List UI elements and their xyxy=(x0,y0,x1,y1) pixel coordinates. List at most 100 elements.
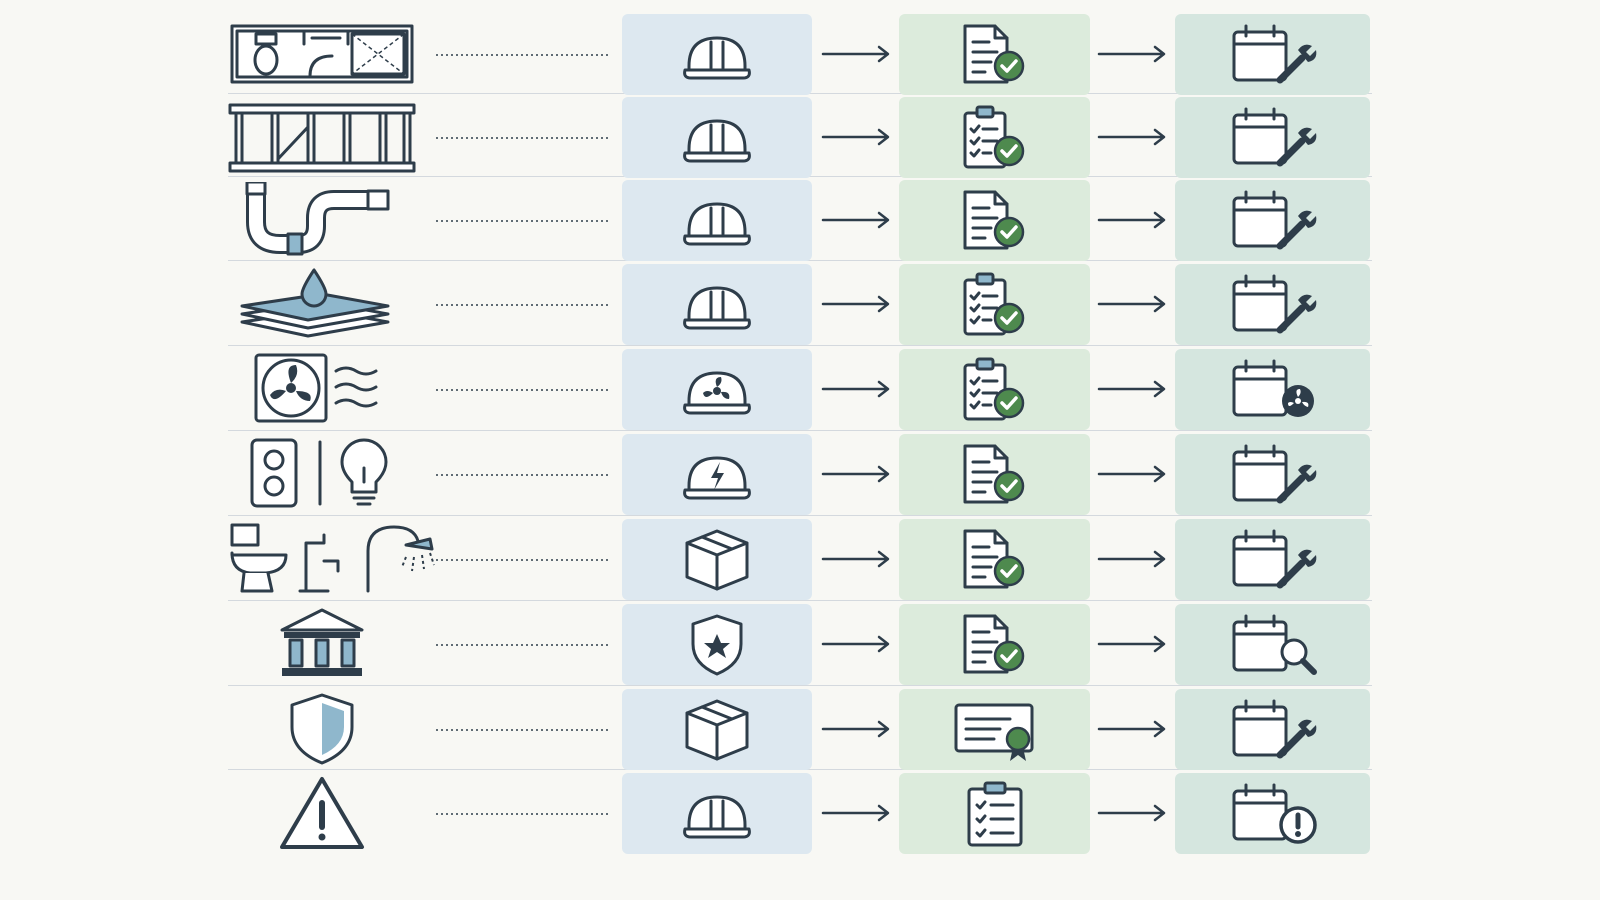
arrow-right-icon xyxy=(821,801,893,825)
exhaust-fan-icon xyxy=(254,353,378,423)
workflow-row xyxy=(228,773,1372,854)
category-icon-cell xyxy=(228,606,458,682)
shield-icon xyxy=(290,693,354,765)
category-icon-cell xyxy=(228,691,458,767)
arrow-right-icon xyxy=(1097,377,1169,401)
dotted-connector xyxy=(436,220,836,222)
schedule-cell xyxy=(1175,14,1370,95)
document-cell xyxy=(899,264,1090,345)
document-check-icon xyxy=(963,529,1024,588)
arrow-right-icon xyxy=(1097,462,1169,486)
dotted-connector xyxy=(436,729,836,731)
arrow-right-icon xyxy=(1097,42,1169,66)
arrow-right-icon xyxy=(821,377,893,401)
workflow-row xyxy=(228,264,1372,345)
wall-framing-icon xyxy=(228,103,416,173)
calendar-wrench-icon xyxy=(1232,274,1316,333)
trade-cell xyxy=(622,264,812,345)
calendar-wrench-icon xyxy=(1232,24,1316,83)
floor-plan-icon xyxy=(230,24,414,84)
trade-cell xyxy=(622,97,812,178)
calendar-wrench-icon xyxy=(1232,107,1316,166)
dotted-connector xyxy=(436,54,836,56)
workflow-row xyxy=(228,180,1372,261)
schedule-cell xyxy=(1175,97,1370,178)
arrow-right-icon xyxy=(1097,292,1169,316)
arrow-right-icon xyxy=(821,632,893,656)
trade-cell xyxy=(622,434,812,515)
row-divider xyxy=(228,345,1372,346)
calendar-alert-icon xyxy=(1232,783,1317,844)
schedule-cell xyxy=(1175,264,1370,345)
trade-cell xyxy=(622,14,812,95)
workflow-row xyxy=(228,604,1372,685)
category-icon-cell xyxy=(228,99,458,175)
schedule-cell xyxy=(1175,180,1370,261)
document-cell xyxy=(899,349,1090,430)
hard-hat-icon xyxy=(683,202,751,245)
document-cell xyxy=(899,773,1090,854)
trade-cell xyxy=(622,604,812,685)
arrow-right-icon xyxy=(821,125,893,149)
arrow-right-icon xyxy=(1097,547,1169,571)
certificate-icon xyxy=(954,703,1033,761)
schedule-cell xyxy=(1175,604,1370,685)
workflow-row xyxy=(228,349,1372,430)
plumbing-pipe-icon xyxy=(245,182,390,256)
arrow-right-icon xyxy=(821,208,893,232)
row-divider xyxy=(228,685,1372,686)
arrow-right-icon xyxy=(1097,125,1169,149)
clipboard-check-icon xyxy=(963,357,1024,420)
trade-cell xyxy=(622,349,812,430)
arrow-right-icon xyxy=(821,462,893,486)
calendar-wrench-icon xyxy=(1232,444,1316,503)
schedule-cell xyxy=(1175,434,1370,515)
arrow-right-icon xyxy=(1097,632,1169,656)
row-divider xyxy=(228,515,1372,516)
shield-star-icon xyxy=(691,614,743,675)
document-cell xyxy=(899,519,1090,600)
clipboard-check-icon xyxy=(963,105,1024,168)
category-icon-cell xyxy=(228,182,458,258)
document-check-icon xyxy=(963,190,1024,249)
category-icon-cell xyxy=(228,521,458,597)
trade-cell xyxy=(622,773,812,854)
document-cell xyxy=(899,604,1090,685)
dotted-connector xyxy=(436,389,836,391)
outlet-and-bulb-icon xyxy=(250,438,388,508)
document-cell xyxy=(899,689,1090,770)
trade-cell xyxy=(622,519,812,600)
hard-hat-icon xyxy=(683,286,751,329)
schedule-cell xyxy=(1175,519,1370,600)
workflow-row xyxy=(228,689,1372,770)
workflow-row xyxy=(228,97,1372,178)
dotted-connector xyxy=(436,813,836,815)
row-divider xyxy=(228,430,1372,431)
clipboard-check-icon xyxy=(963,272,1024,335)
schedule-cell xyxy=(1175,349,1370,430)
category-icon-cell xyxy=(228,436,458,512)
document-check-icon xyxy=(963,614,1024,673)
category-icon-cell xyxy=(228,266,458,342)
arrow-right-icon xyxy=(821,292,893,316)
schedule-cell xyxy=(1175,689,1370,770)
trade-cell xyxy=(622,180,812,261)
arrow-right-icon xyxy=(821,717,893,741)
document-check-icon xyxy=(963,444,1024,503)
workflow-row xyxy=(228,14,1372,95)
warning-triangle-icon xyxy=(280,777,364,849)
row-divider xyxy=(228,600,1372,601)
workflow-row xyxy=(228,434,1372,515)
trade-cell xyxy=(622,689,812,770)
government-building-icon xyxy=(280,608,364,676)
hard-hat-fan-icon xyxy=(683,371,751,414)
clipboard-checklist-icon xyxy=(967,781,1022,846)
arrow-right-icon xyxy=(821,42,893,66)
hard-hat-icon xyxy=(683,795,751,838)
waterproofing-layers-icon xyxy=(240,268,390,338)
document-cell xyxy=(899,97,1090,178)
dotted-connector xyxy=(436,559,836,561)
document-cell xyxy=(899,434,1090,515)
box-icon xyxy=(685,529,749,590)
category-icon-cell xyxy=(228,16,458,92)
